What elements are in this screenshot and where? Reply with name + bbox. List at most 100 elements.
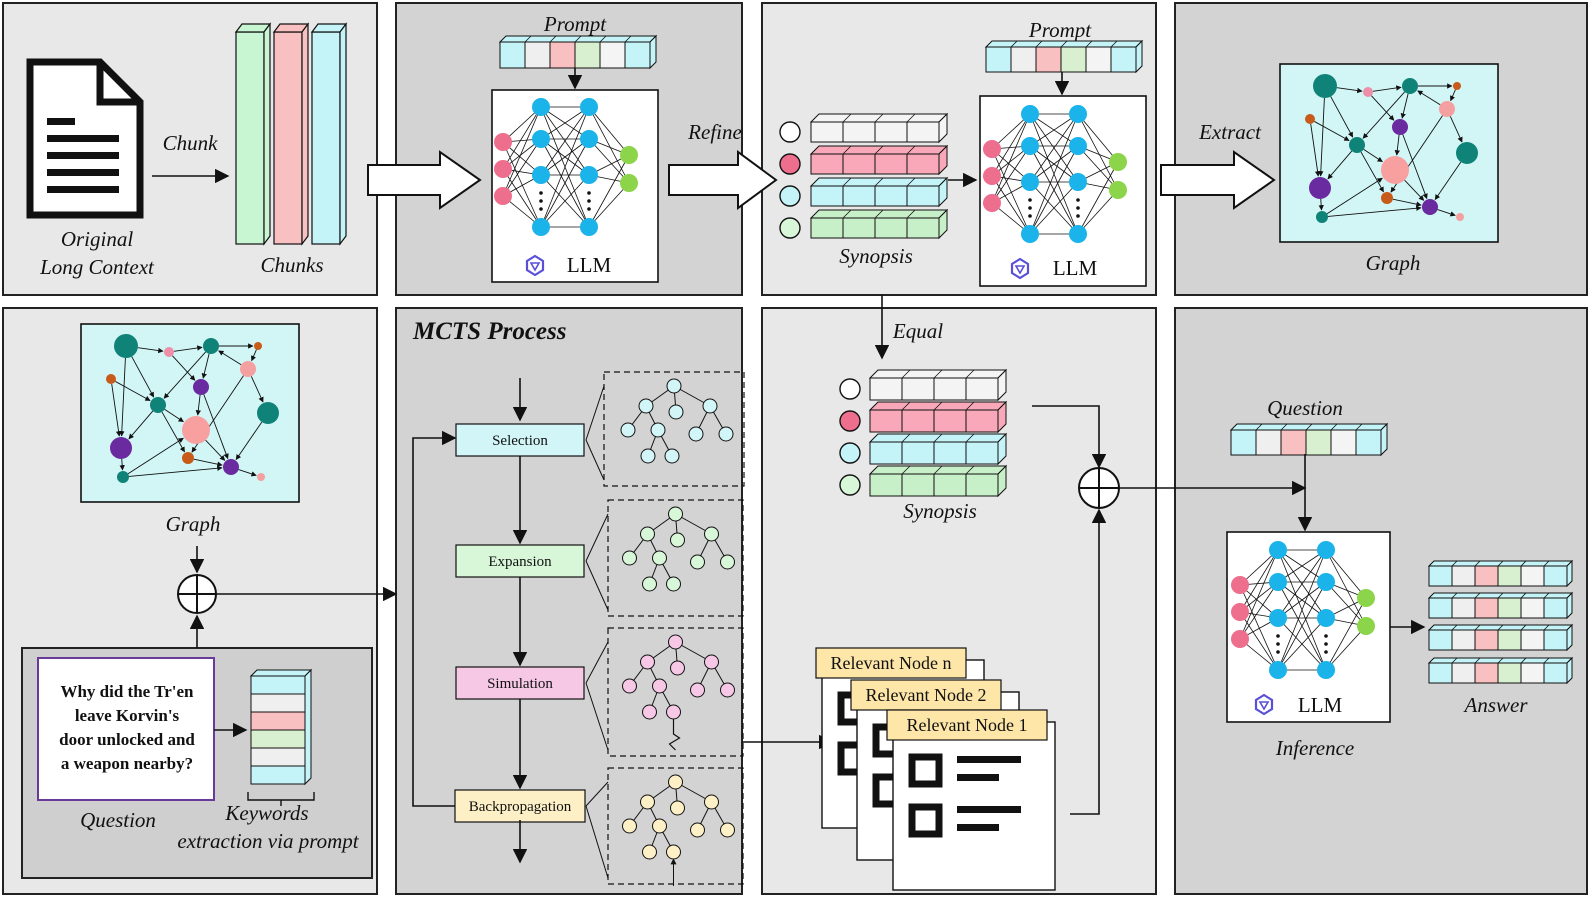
neuron-ellipsis [539, 199, 543, 203]
graph-node [240, 361, 256, 377]
label-question-1: Question [80, 808, 156, 832]
neuron [1231, 603, 1249, 621]
neuron-ellipsis [539, 207, 543, 211]
neuron [1021, 137, 1039, 155]
graph-node [1402, 78, 1418, 94]
label-graph-2: Graph [166, 512, 221, 536]
neuron [983, 167, 1001, 185]
tree-node [668, 634, 683, 650]
graph-node [1309, 177, 1331, 199]
graph-node [1363, 87, 1373, 97]
answer-strip [1427, 559, 1574, 588]
neuron [1357, 617, 1375, 635]
synopsis-strip [809, 144, 949, 176]
document-icon [26, 58, 144, 219]
mcts-step: Simulation [455, 666, 585, 700]
neuron [532, 166, 550, 184]
tree-box [603, 371, 745, 487]
neuron-ellipsis [1028, 198, 1032, 202]
relevant-node-card: Relevant Node 1 [886, 709, 1056, 891]
synopsis-strip [809, 176, 949, 208]
answer-strip [1427, 623, 1574, 652]
graph-edges [1310, 83, 1463, 217]
tree-node [652, 818, 667, 834]
keyword-stack [249, 668, 313, 786]
label-question-2: Question [1267, 396, 1343, 420]
neuron-ellipsis [1324, 634, 1328, 638]
question-line-2: leave Korvin's [75, 706, 180, 725]
synopsis-dot [839, 378, 861, 400]
neuron-ellipsis [1276, 642, 1280, 646]
answer-strip [1427, 656, 1574, 685]
synopsis-to-plus-arrow [1032, 405, 1107, 469]
label-synopsis-2: Synopsis [903, 499, 977, 523]
tree-box [607, 499, 744, 617]
chunk-bar [272, 22, 310, 246]
mcts-trees [585, 371, 745, 886]
mcts-step: Expansion [455, 544, 585, 578]
logo-hex [1010, 257, 1030, 280]
label-chunk: Chunk [163, 131, 219, 155]
tree-node [690, 554, 705, 570]
graph-node [1381, 192, 1393, 204]
graph-node [254, 342, 262, 350]
tree-callout [585, 682, 609, 751]
tree-node [668, 774, 683, 790]
tree-callout [585, 805, 609, 879]
rollout-squiggle [668, 719, 681, 751]
neuron-ellipsis [1076, 198, 1080, 202]
synopsis-dot [779, 121, 801, 143]
neuron [494, 187, 512, 205]
neuron [1069, 225, 1087, 243]
tree-node [704, 654, 719, 670]
tree-node [622, 550, 637, 566]
neuron [1109, 181, 1127, 199]
neuron-ellipsis [1276, 634, 1280, 638]
neuron-ellipsis [1028, 214, 1032, 218]
tree-node [720, 682, 735, 698]
label-extract: Extract [1198, 120, 1262, 144]
neuron [983, 140, 1001, 158]
tree-node [670, 800, 685, 816]
tree-node [642, 704, 657, 720]
label-prompt-2: Prompt [1028, 18, 1092, 42]
label-inference: Inference [1275, 736, 1355, 760]
big-arrow-extract [1160, 150, 1276, 210]
big-arrow-1 [367, 150, 482, 210]
synopsis-rows-2 [839, 368, 1008, 498]
tree-node [670, 660, 685, 676]
tree-node [640, 794, 655, 810]
synopsis-dot [779, 153, 801, 175]
graph-node [1305, 114, 1315, 124]
svg-text:Relevant Node 1: Relevant Node 1 [907, 715, 1028, 735]
chunk-bar [310, 22, 348, 246]
label-graph-1: Graph [1366, 251, 1421, 275]
graph-node [182, 452, 194, 464]
neuron [1109, 153, 1127, 171]
chunk-bar [234, 22, 272, 246]
graph-node [114, 334, 138, 358]
svg-text:Relevant Node 2: Relevant Node 2 [866, 685, 987, 705]
tree-node [650, 422, 666, 438]
neuron [1317, 541, 1335, 559]
prompt-strip-2 [984, 39, 1144, 74]
tree-node [620, 422, 636, 438]
tree-node [720, 822, 735, 838]
label-keywords-2: extraction via prompt [177, 829, 359, 853]
neuron-ellipsis [1028, 206, 1032, 210]
tree-node [702, 398, 718, 414]
graph-node [1381, 156, 1409, 184]
synopsis-strip [868, 464, 1008, 498]
synopsis-strip [868, 400, 1008, 434]
llm-label-3: LLM [1298, 693, 1343, 717]
graph-node [164, 347, 174, 357]
neuron [1269, 541, 1287, 559]
svg-text:Relevant Node n: Relevant Node n [831, 653, 952, 673]
llm-label-1: LLM [567, 253, 612, 277]
synopsis-dot [779, 185, 801, 207]
neuron [1021, 105, 1039, 123]
graph-node [203, 338, 219, 354]
neuron [1269, 609, 1287, 627]
neuron [1317, 609, 1335, 627]
neuron [580, 98, 598, 116]
